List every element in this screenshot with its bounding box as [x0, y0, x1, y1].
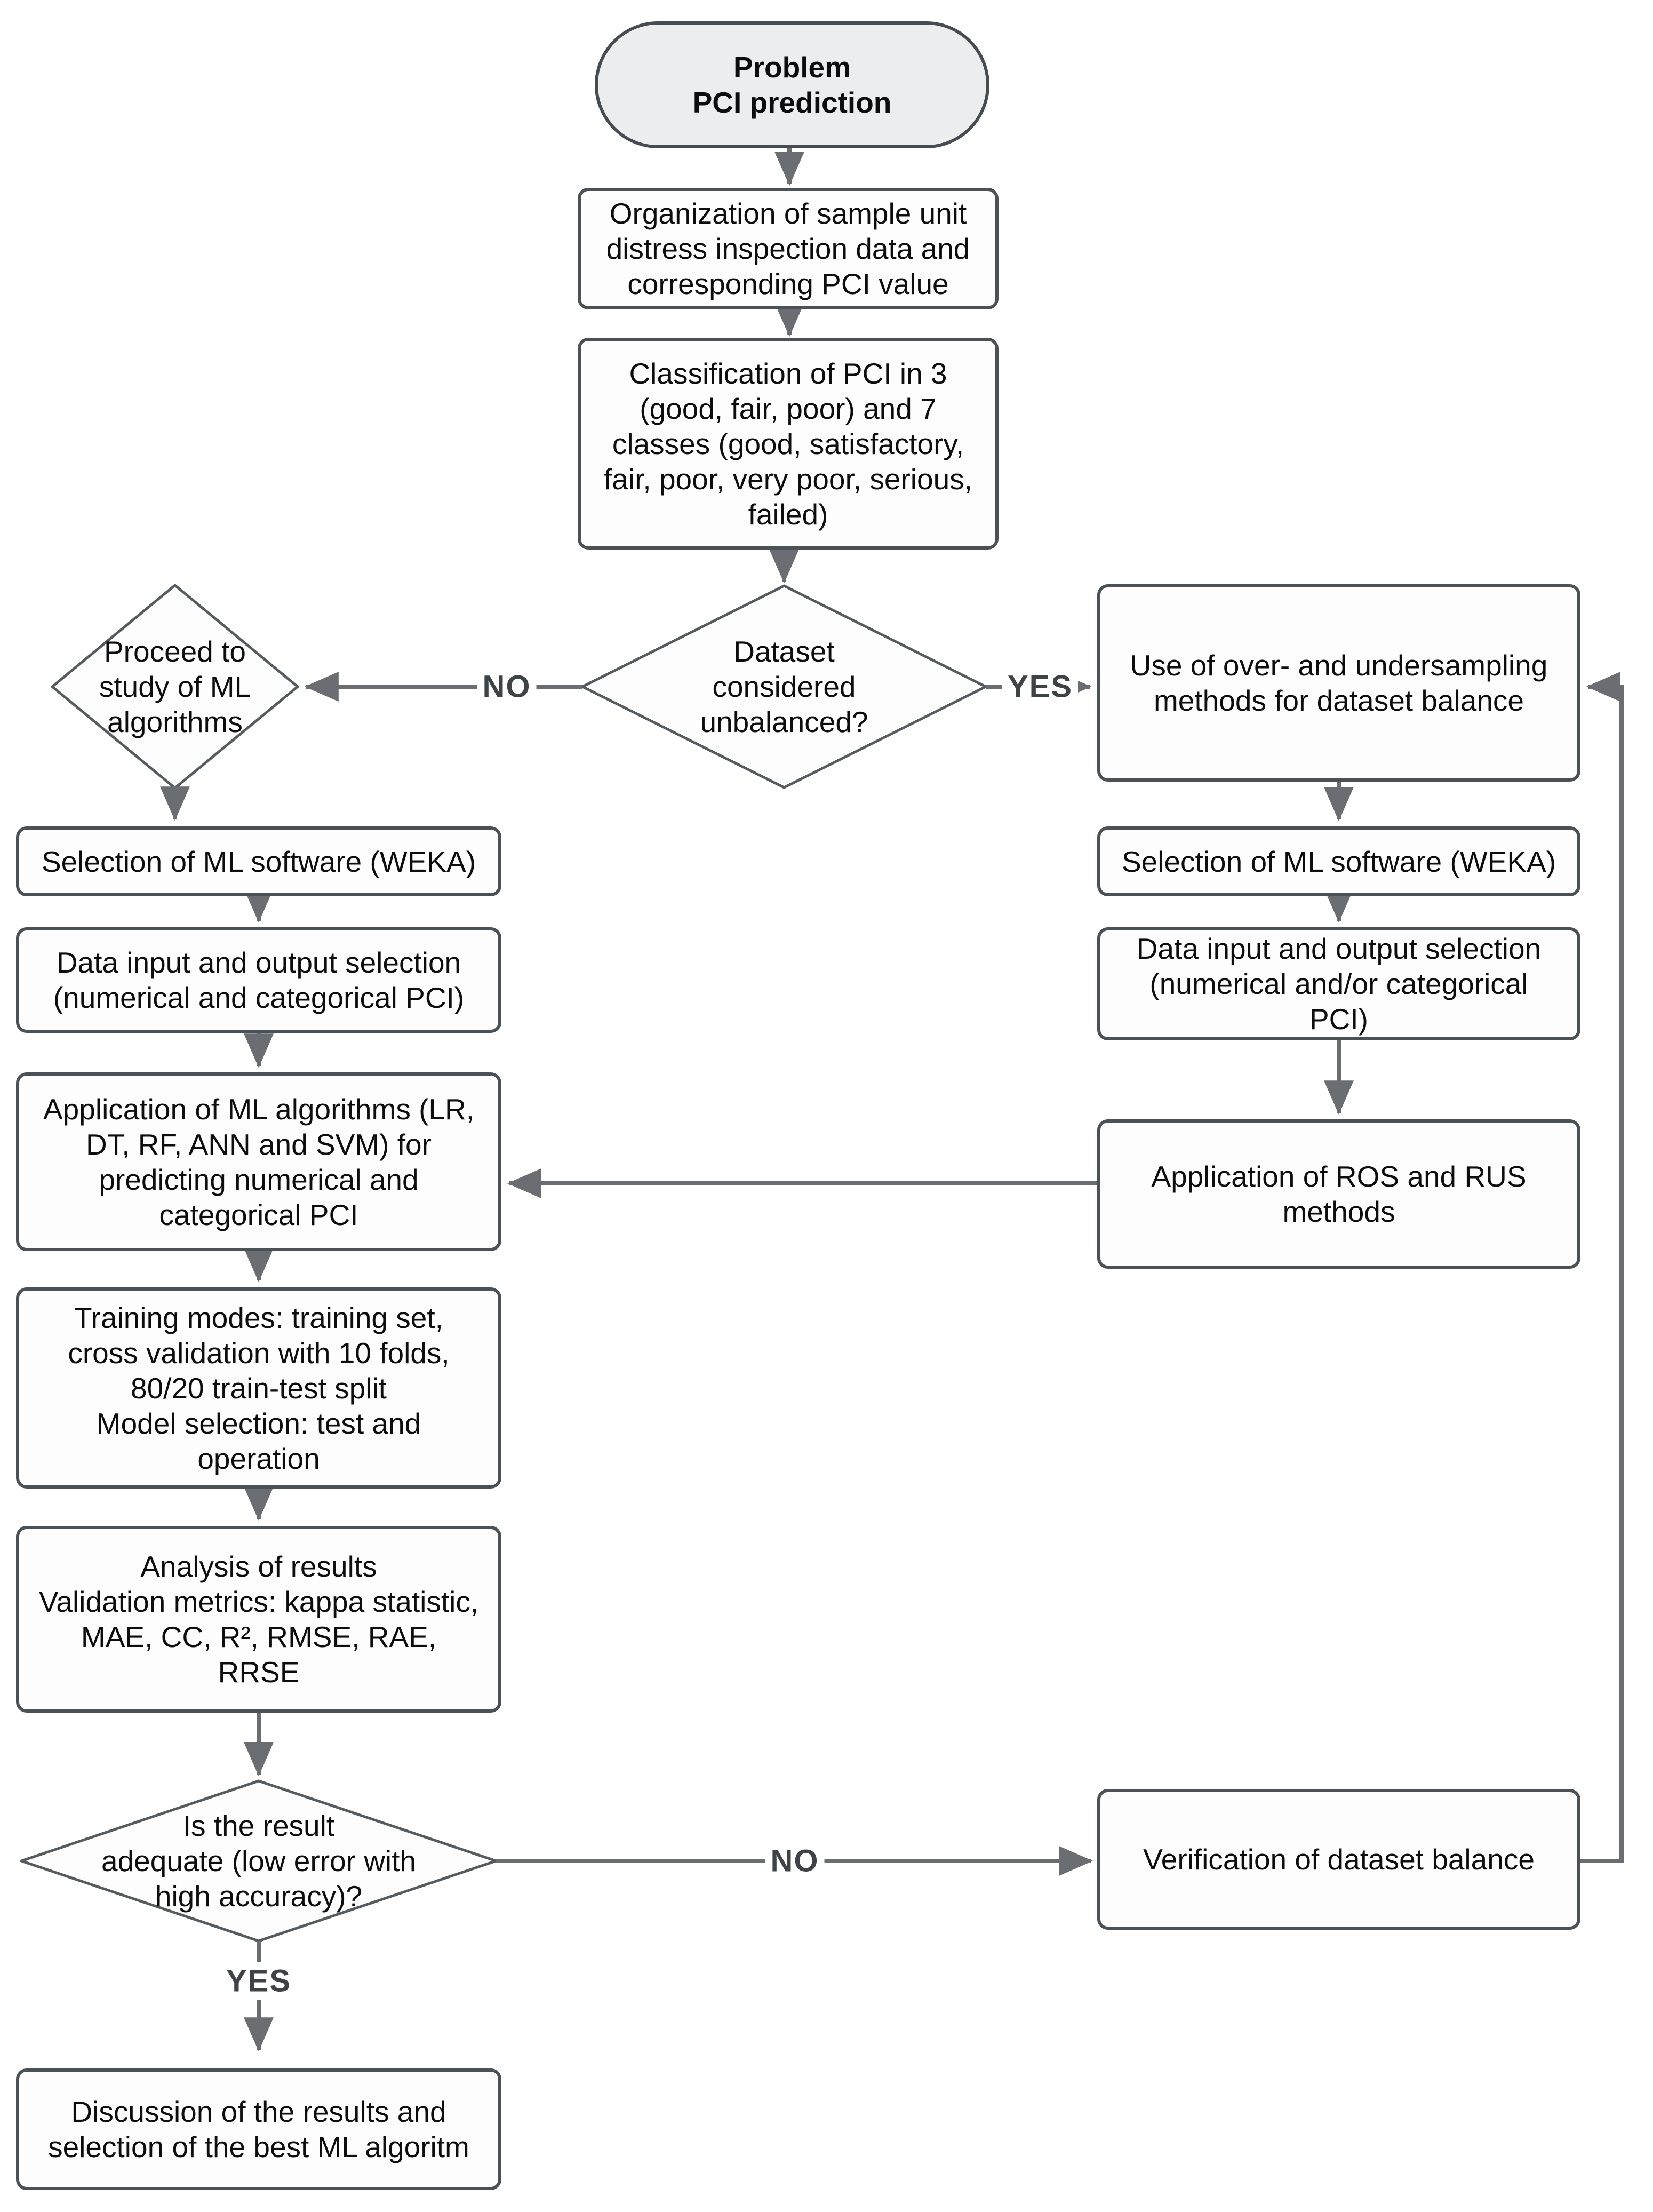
edge-label-no-top: NO: [477, 667, 537, 706]
node-analysis: Analysis of results Validation metrics: …: [16, 1526, 501, 1713]
edge-label-yes-bottom: YES: [220, 1962, 297, 2000]
node-classify: Classification of PCI in 3 (good, fair, …: [578, 338, 999, 550]
node-organize: Organization of sample unit distress ins…: [578, 188, 999, 309]
node-verification: Verification of dataset balance: [1097, 1789, 1580, 1930]
node-adequate-decision: Is the result adequate (low error with h…: [101, 1809, 416, 1913]
node-proceed-decision: Proceed to study of ML algorithms: [99, 635, 251, 738]
node-data-io-right: Data input and output selection (numeric…: [1097, 927, 1580, 1040]
node-start: Problem PCI prediction: [595, 21, 989, 148]
node-weka-right: Selection of ML software (WEKA): [1097, 826, 1580, 896]
node-unbalanced-decision: Dataset considered unbalanced?: [700, 635, 868, 738]
node-weka-left: Selection of ML software (WEKA): [16, 826, 501, 896]
arrow-verification-feedback: [1580, 672, 1624, 1863]
node-apply-ml: Application of ML algorithms (LR, DT, RF…: [16, 1072, 501, 1251]
node-use-sampling: Use of over- and undersampling methods f…: [1097, 584, 1580, 782]
decision-diamond-unbalanced: [581, 584, 987, 789]
node-discussion: Discussion of the results and selection …: [16, 2068, 501, 2190]
edge-label-no-bottom: NO: [765, 1842, 825, 1880]
node-training-modes: Training modes: training set, cross vali…: [16, 1287, 501, 1489]
node-ros-rus: Application of ROS and RUS methods: [1097, 1119, 1580, 1269]
node-data-io-left: Data input and output selection (numeric…: [16, 927, 501, 1033]
edge-label-yes-top: YES: [1002, 667, 1079, 706]
